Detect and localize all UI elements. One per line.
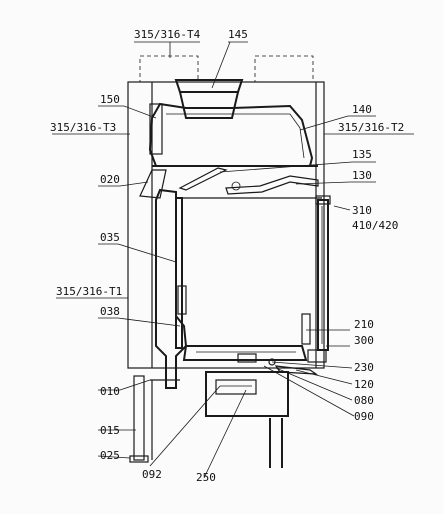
leader-092	[149, 385, 221, 467]
leader-135-drop	[219, 161, 353, 173]
label-010: 010	[100, 385, 120, 398]
hood-outer	[148, 102, 314, 167]
label-410-420: 410/420	[352, 219, 398, 232]
flue-collar	[174, 79, 244, 119]
leader-140-drop	[299, 115, 349, 131]
label-145: 145	[228, 28, 248, 41]
label-250: 250	[196, 471, 216, 484]
baffle-plate	[178, 167, 228, 191]
ash-pan	[205, 371, 289, 417]
label-120: 120	[354, 378, 374, 391]
foot-025	[129, 455, 149, 463]
ash-pan-label-plate	[215, 379, 257, 395]
legs	[129, 375, 283, 468]
label-t2: 315/316-T2	[338, 121, 404, 134]
outer-housing	[127, 81, 325, 369]
label-t4: 315/316-T4	[134, 28, 201, 41]
leg-left	[133, 375, 145, 461]
label-210: 210	[354, 318, 374, 331]
lever-120	[274, 365, 319, 375]
label-090: 090	[354, 410, 374, 423]
label-025: 025	[100, 449, 120, 462]
part-labels: 315/316-T4 145 150 315/316-T3 140 315/31…	[50, 28, 404, 484]
label-t1: 315/316-T1	[56, 285, 122, 298]
label-020: 020	[100, 173, 120, 186]
label-310: 310	[352, 204, 372, 217]
door-hinge-top	[315, 195, 331, 205]
label-038: 038	[100, 305, 120, 318]
smoke-hood	[148, 102, 318, 167]
door-frame	[317, 199, 329, 351]
handle-210	[301, 313, 311, 345]
leader-130-drop	[295, 181, 351, 185]
baffle	[178, 167, 319, 195]
top-panel-left	[139, 55, 199, 83]
label-015: 015	[100, 424, 120, 437]
leader-038-drop	[117, 317, 181, 327]
leader-090	[263, 365, 355, 417]
firebox-left-liner	[175, 197, 183, 349]
hood-side-bracket	[149, 103, 163, 155]
label-035: 035	[100, 231, 120, 244]
hood-inner-line	[166, 113, 305, 159]
leader-250	[203, 389, 247, 479]
top-panels	[139, 55, 314, 83]
leader-310	[333, 205, 351, 211]
label-092: 092	[142, 468, 162, 481]
housing-outline	[127, 81, 325, 369]
top-panel-right	[254, 55, 314, 83]
leader-025	[97, 455, 131, 459]
leader-lines	[52, 41, 414, 479]
label-150: 150	[100, 93, 120, 106]
leader-145-drop	[211, 41, 231, 89]
leader-035-drop	[117, 243, 177, 263]
leader-010-drop	[119, 379, 151, 391]
label-140: 140	[352, 103, 372, 116]
baffle-bolt	[231, 181, 241, 191]
side-part-038	[177, 285, 187, 315]
bracket-020	[139, 169, 167, 199]
grate-center	[237, 353, 257, 363]
part-300	[307, 349, 327, 363]
flue-collar-body	[178, 91, 240, 119]
label-080: 080	[354, 394, 374, 407]
grate	[182, 345, 308, 361]
grate-area	[182, 345, 327, 375]
leader-080	[275, 367, 353, 401]
left-bracket	[139, 169, 167, 199]
label-130: 130	[352, 169, 372, 182]
label-230: 230	[354, 361, 374, 374]
leader-120	[295, 369, 353, 385]
label-t3: 315/316-T3	[50, 121, 116, 134]
leader-150-drop	[123, 105, 157, 119]
label-135: 135	[352, 148, 372, 161]
label-300: 300	[354, 334, 374, 347]
firebox	[155, 188, 331, 389]
deflector-plate	[225, 175, 319, 195]
leader-230	[271, 361, 353, 369]
leader-020-drop	[119, 181, 149, 187]
